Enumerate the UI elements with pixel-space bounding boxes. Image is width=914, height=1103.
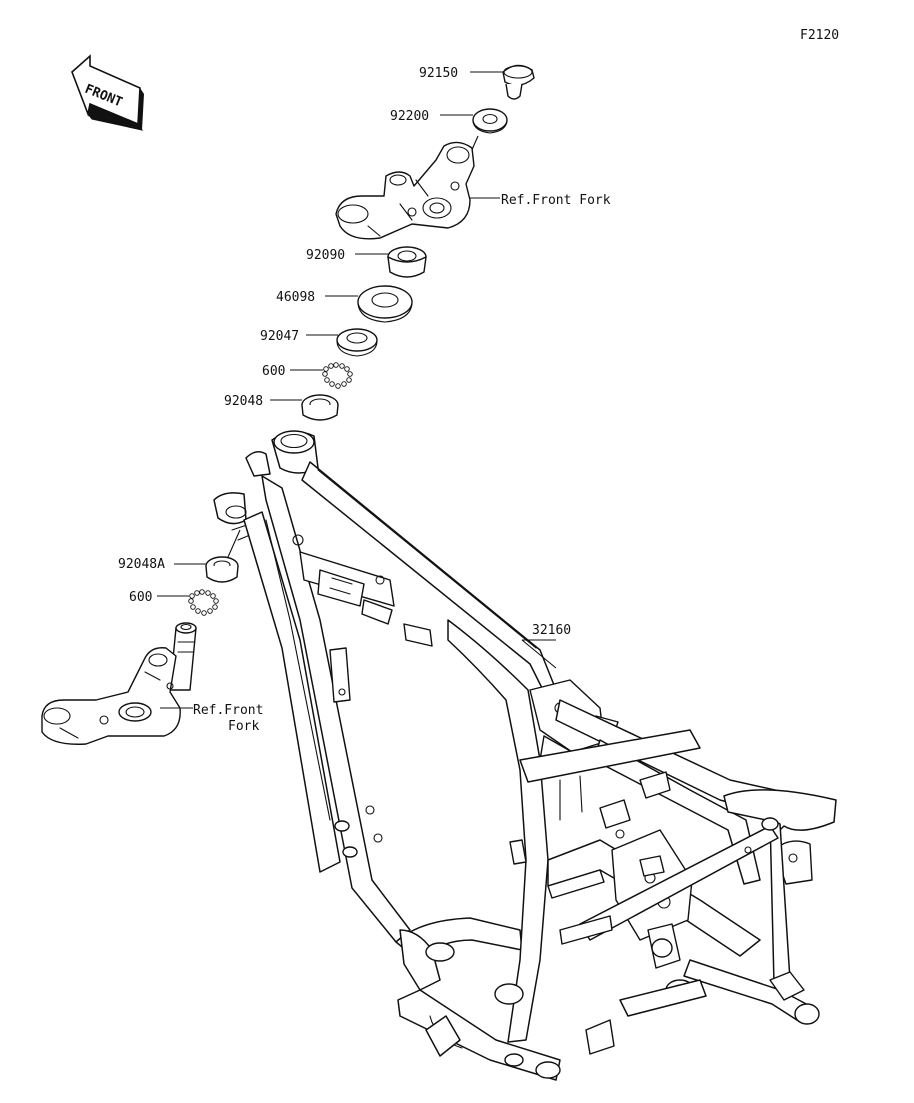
callout-label-0: 92150 (419, 66, 458, 81)
callout-label-11-line2: Fork (228, 719, 259, 734)
callout-label-6: 600 (262, 364, 285, 379)
callout-label-1: 92200 (390, 109, 429, 124)
lower-triple-clamp-stem (41, 622, 197, 745)
main-frame (213, 430, 837, 1081)
part-92048-bearing (301, 394, 339, 421)
callout-label-11: Ref.Front (193, 703, 263, 718)
callout-label-7: 92048 (224, 394, 263, 409)
part-46098-seal (357, 285, 413, 323)
callout-label-8: 92048A (118, 557, 165, 572)
callout-label-5: 92047 (260, 329, 299, 344)
callout-label-9: 600 (129, 590, 152, 605)
part-92200-washer (472, 108, 508, 134)
part-92090-nut (387, 246, 427, 278)
part-92150-cap (502, 64, 535, 100)
callout-label-2: Ref.Front Fork (501, 193, 611, 208)
callout-label-3: 92090 (306, 248, 345, 263)
part-92048a-bearing (205, 556, 239, 583)
figure-code: F2120 (800, 28, 839, 43)
upper-triple-clamp (335, 141, 475, 240)
callout-label-10: 32160 (532, 623, 571, 638)
part-600-balls-lower (188, 589, 219, 616)
callout-label-4: 46098 (276, 290, 315, 305)
part-92047-race (336, 328, 378, 357)
front-arrow-icon: FRONT (71, 54, 144, 131)
part-600-balls-upper (322, 362, 353, 389)
